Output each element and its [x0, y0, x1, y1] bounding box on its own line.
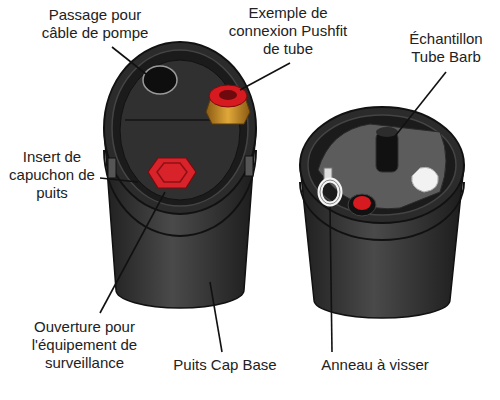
part-label: Passage pour câble de pompe: [30, 6, 160, 42]
part-label: Exemple de connexion Pushfit de tube: [222, 4, 354, 58]
part-label: Insert de capuchon de puits: [6, 148, 98, 202]
part-label: Échantillon Tube Barb: [400, 30, 492, 66]
part-label: Puits Cap Base: [165, 356, 285, 374]
part-label: Anneau à visser: [310, 356, 440, 374]
part-label: Ouverture pour l'équipement de surveilla…: [22, 318, 147, 372]
